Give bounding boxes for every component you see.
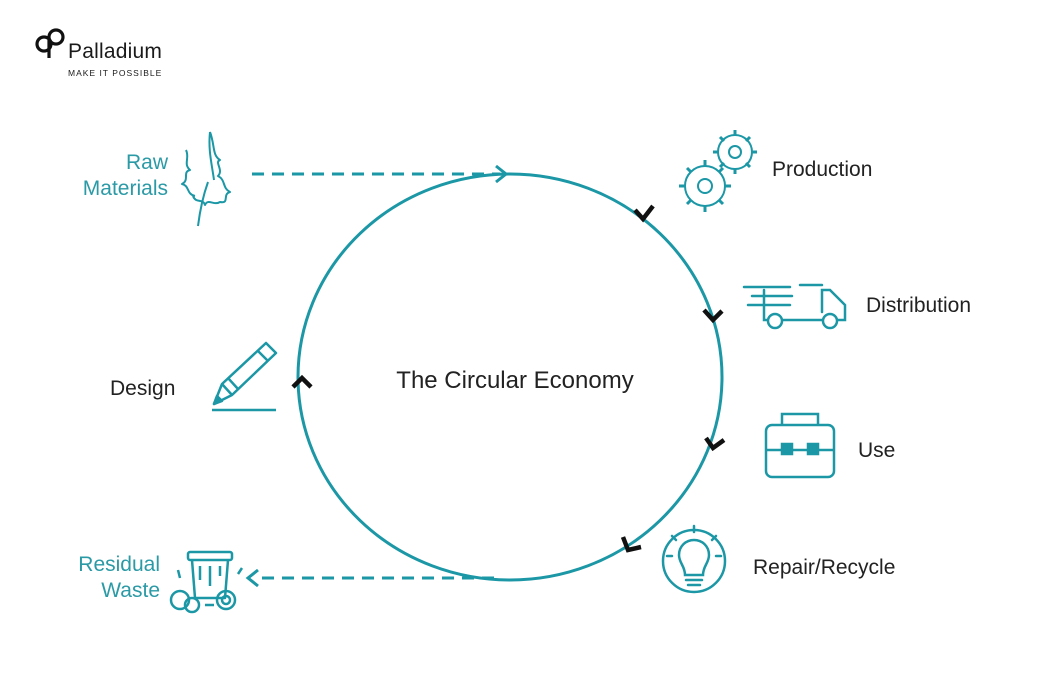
- brand-logo: Palladium MAKE IT POSSIBLE: [30, 28, 180, 80]
- waste-bin-icon: [169, 550, 244, 614]
- cycle-arrow-use: [704, 436, 726, 452]
- residual-waste-label-line2: Waste: [101, 579, 160, 602]
- brand-tagline: MAKE IT POSSIBLE: [68, 68, 163, 78]
- lightbulb-icon: [661, 524, 727, 594]
- gears-icon: [679, 130, 757, 212]
- residual-waste-label: Residual Waste: [50, 552, 160, 604]
- briefcase-icon: [764, 412, 836, 479]
- cycle-arrow-repair: [620, 536, 642, 553]
- palladium-logo-mark: [35, 28, 65, 58]
- raw-materials-label: Raw Materials: [58, 150, 168, 202]
- use-label: Use: [858, 439, 896, 462]
- tree-icon: [181, 131, 231, 227]
- raw-materials-flow-arrowhead: [495, 164, 509, 184]
- brand-name: Palladium: [68, 40, 163, 63]
- cycle-arrow-distribution: [702, 308, 724, 324]
- distribution-label: Distribution: [866, 294, 972, 317]
- residual-waste-label-line1: Residual: [78, 553, 160, 576]
- delivery-truck-icon: [742, 283, 847, 330]
- raw-materials-label-line1: Raw: [125, 151, 168, 174]
- production-label: Production: [772, 158, 873, 181]
- diagram-title: The Circular Economy: [396, 367, 634, 394]
- raw-materials-label-line2: Materials: [82, 177, 168, 200]
- pencil-icon: [212, 341, 278, 412]
- design-label: Design: [110, 377, 176, 400]
- repair-recycle-label: Repair/Recycle: [753, 556, 896, 579]
- residual-waste-flow-arrowhead: [245, 568, 259, 588]
- cycle-arrow-production: [633, 204, 655, 223]
- cycle-arrow-design: [291, 374, 313, 389]
- economy-cycle-circle: [296, 172, 724, 582]
